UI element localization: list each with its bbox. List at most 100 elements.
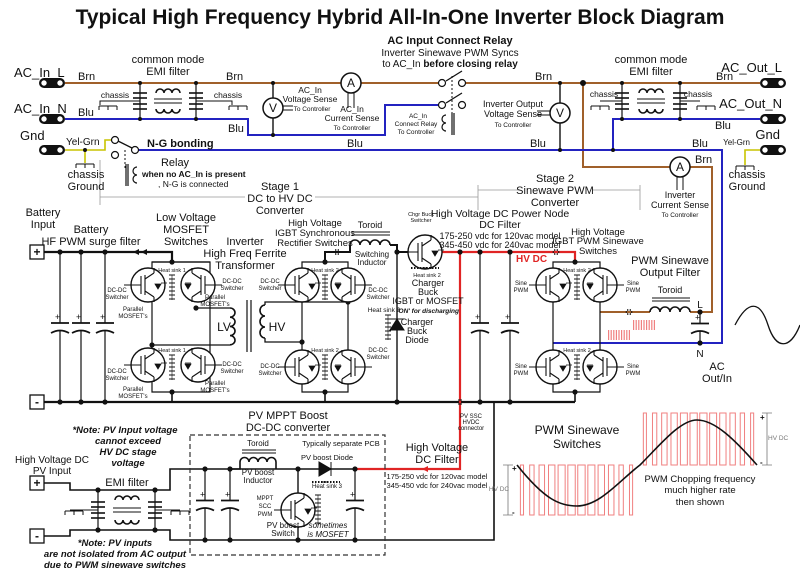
sine-pwm-label: PWM — [514, 288, 529, 294]
pwm-frequency-note: then shown — [676, 497, 725, 508]
stage-divider — [99, 160, 641, 210]
capacitor-plate — [95, 329, 115, 334]
current-arrow-icon — [333, 249, 341, 255]
junction-dot — [78, 249, 84, 255]
terminal-polarity: - — [35, 395, 39, 409]
transistor-symbol — [593, 268, 624, 302]
switcher-label: DC-DC — [107, 288, 127, 294]
chassis-ground-label: Ground — [68, 181, 105, 193]
junction-dot — [138, 117, 142, 121]
sense-lead — [283, 105, 684, 190]
body-diode-icon — [334, 364, 342, 372]
ac-in-voltmeter-letter: V — [269, 101, 277, 115]
chassis-wire — [99, 100, 140, 105]
choke-core — [113, 507, 141, 513]
pwm-pulse — [577, 464, 586, 516]
junction-dot — [78, 399, 84, 405]
charger-diode-label: Diode — [405, 335, 429, 345]
pwm-pulse — [587, 464, 596, 516]
hv-filter-range: 345-450 vdc for 240vac model — [387, 481, 488, 490]
chassis-ground-label: chassis — [68, 169, 105, 181]
pwm-pulse — [635, 320, 637, 330]
wire-color-label: Blu — [692, 138, 708, 150]
switcher-label: Switcher — [105, 376, 128, 382]
mppt-pwm-label: MPPT — [257, 496, 274, 502]
capacitor-plate — [50, 329, 70, 334]
relay-coil-icon — [125, 164, 138, 186]
pv-ssc-connector-icon — [458, 399, 462, 405]
pv-connector-label: connector — [458, 426, 484, 432]
terminal-polarity: - — [35, 529, 39, 543]
emi-filter-label: EMI filter — [105, 477, 149, 489]
charger-buck-label: Buck — [418, 287, 439, 297]
wire — [230, 462, 241, 470]
terminal-box — [29, 475, 45, 491]
junction-dot — [322, 389, 328, 395]
junction-dot — [202, 537, 208, 543]
hv-dc-rail — [442, 250, 577, 262]
page-title: Typical High Frequency Hybrid All-In-One… — [76, 6, 725, 29]
body-diode-icon — [154, 282, 167, 290]
pv-inductor-label: Inductor — [244, 476, 273, 485]
junction-dot — [477, 249, 483, 255]
junction-dot — [394, 249, 400, 255]
junction-dot — [102, 399, 108, 405]
hv-dc-dimension-label: HV DC — [489, 486, 510, 493]
switcher-label: Switcher — [220, 369, 243, 375]
inverter-current-sense-label: Current Sense — [651, 200, 709, 210]
pwm-pulse — [618, 464, 624, 516]
junction-dot — [558, 148, 562, 152]
waveform-title: PWM Sinewave — [535, 423, 620, 437]
switcher-label: DC-DC — [260, 279, 280, 285]
transistor-symbol — [124, 268, 155, 302]
current-arrow-icon — [133, 249, 147, 255]
lv-winding-label: LV — [217, 320, 231, 334]
ac-in-neutral-wire — [65, 104, 442, 136]
toroid-core — [242, 449, 276, 454]
hv-dc-dimension-label: HV DC — [768, 435, 789, 442]
wire-color-label: Blu — [530, 138, 546, 150]
junction-dot — [57, 249, 63, 255]
lv-switches-label: Switches — [164, 236, 209, 248]
diode-icon — [389, 318, 405, 331]
ground-wire — [744, 149, 760, 165]
voltage-sense-label: To Controller — [294, 106, 332, 113]
capacitor-plate — [470, 329, 490, 334]
ac-in-ammeter-letter: A — [347, 76, 355, 90]
relay-label: when no AC_In is present — [141, 169, 246, 179]
chassis-ground-icon — [75, 163, 95, 168]
pv-switch-label: PV boost — [267, 521, 300, 530]
junction-dot — [152, 527, 158, 533]
junction-dot — [457, 249, 463, 255]
switcher-label: DC-DC — [260, 364, 280, 370]
pv-mppt-label: DC-DC converter — [246, 422, 331, 434]
transformer-label: High Freq Ferrite — [203, 248, 286, 260]
battery-input-label: Input — [31, 219, 55, 231]
parallel-mosfets-label: MOSFET's — [118, 394, 147, 400]
switcher-label: DC-DC — [368, 348, 388, 354]
chassis-ground-icon — [64, 510, 84, 515]
terminal-screw — [40, 146, 48, 154]
terminal-screw — [777, 115, 785, 123]
heat-sink-label: Heat sink 3 — [312, 484, 343, 490]
pv-isolation-note: are not isolated from AC output — [44, 549, 187, 560]
junction-dot — [138, 81, 142, 85]
chassis-ground-label: chassis — [729, 169, 766, 181]
parallel-mosfets-label: Parallel — [205, 295, 225, 301]
relay-label: Relay — [161, 157, 190, 169]
junction-dot — [295, 537, 301, 543]
lv-switches-label: Low Voltage — [156, 212, 216, 224]
hv-dc-pv-link — [355, 252, 462, 471]
sine-output-icon — [734, 305, 800, 345]
pwm-pulse — [623, 330, 625, 340]
capacitor-plate — [220, 507, 240, 512]
parallel-mosfets-label: MOSFET's — [200, 302, 229, 308]
connect-relay-title: AC Input Connect Relay — [387, 35, 513, 47]
pwm-pulse — [618, 330, 620, 340]
switcher-label: DC-DC — [107, 369, 127, 375]
body-diode-icon — [184, 362, 192, 370]
pwm-pulse — [548, 464, 556, 516]
pwm-pulse — [628, 330, 630, 340]
stage-1-label: DC to HV DC — [247, 193, 312, 205]
transistor-symbol — [529, 268, 560, 302]
